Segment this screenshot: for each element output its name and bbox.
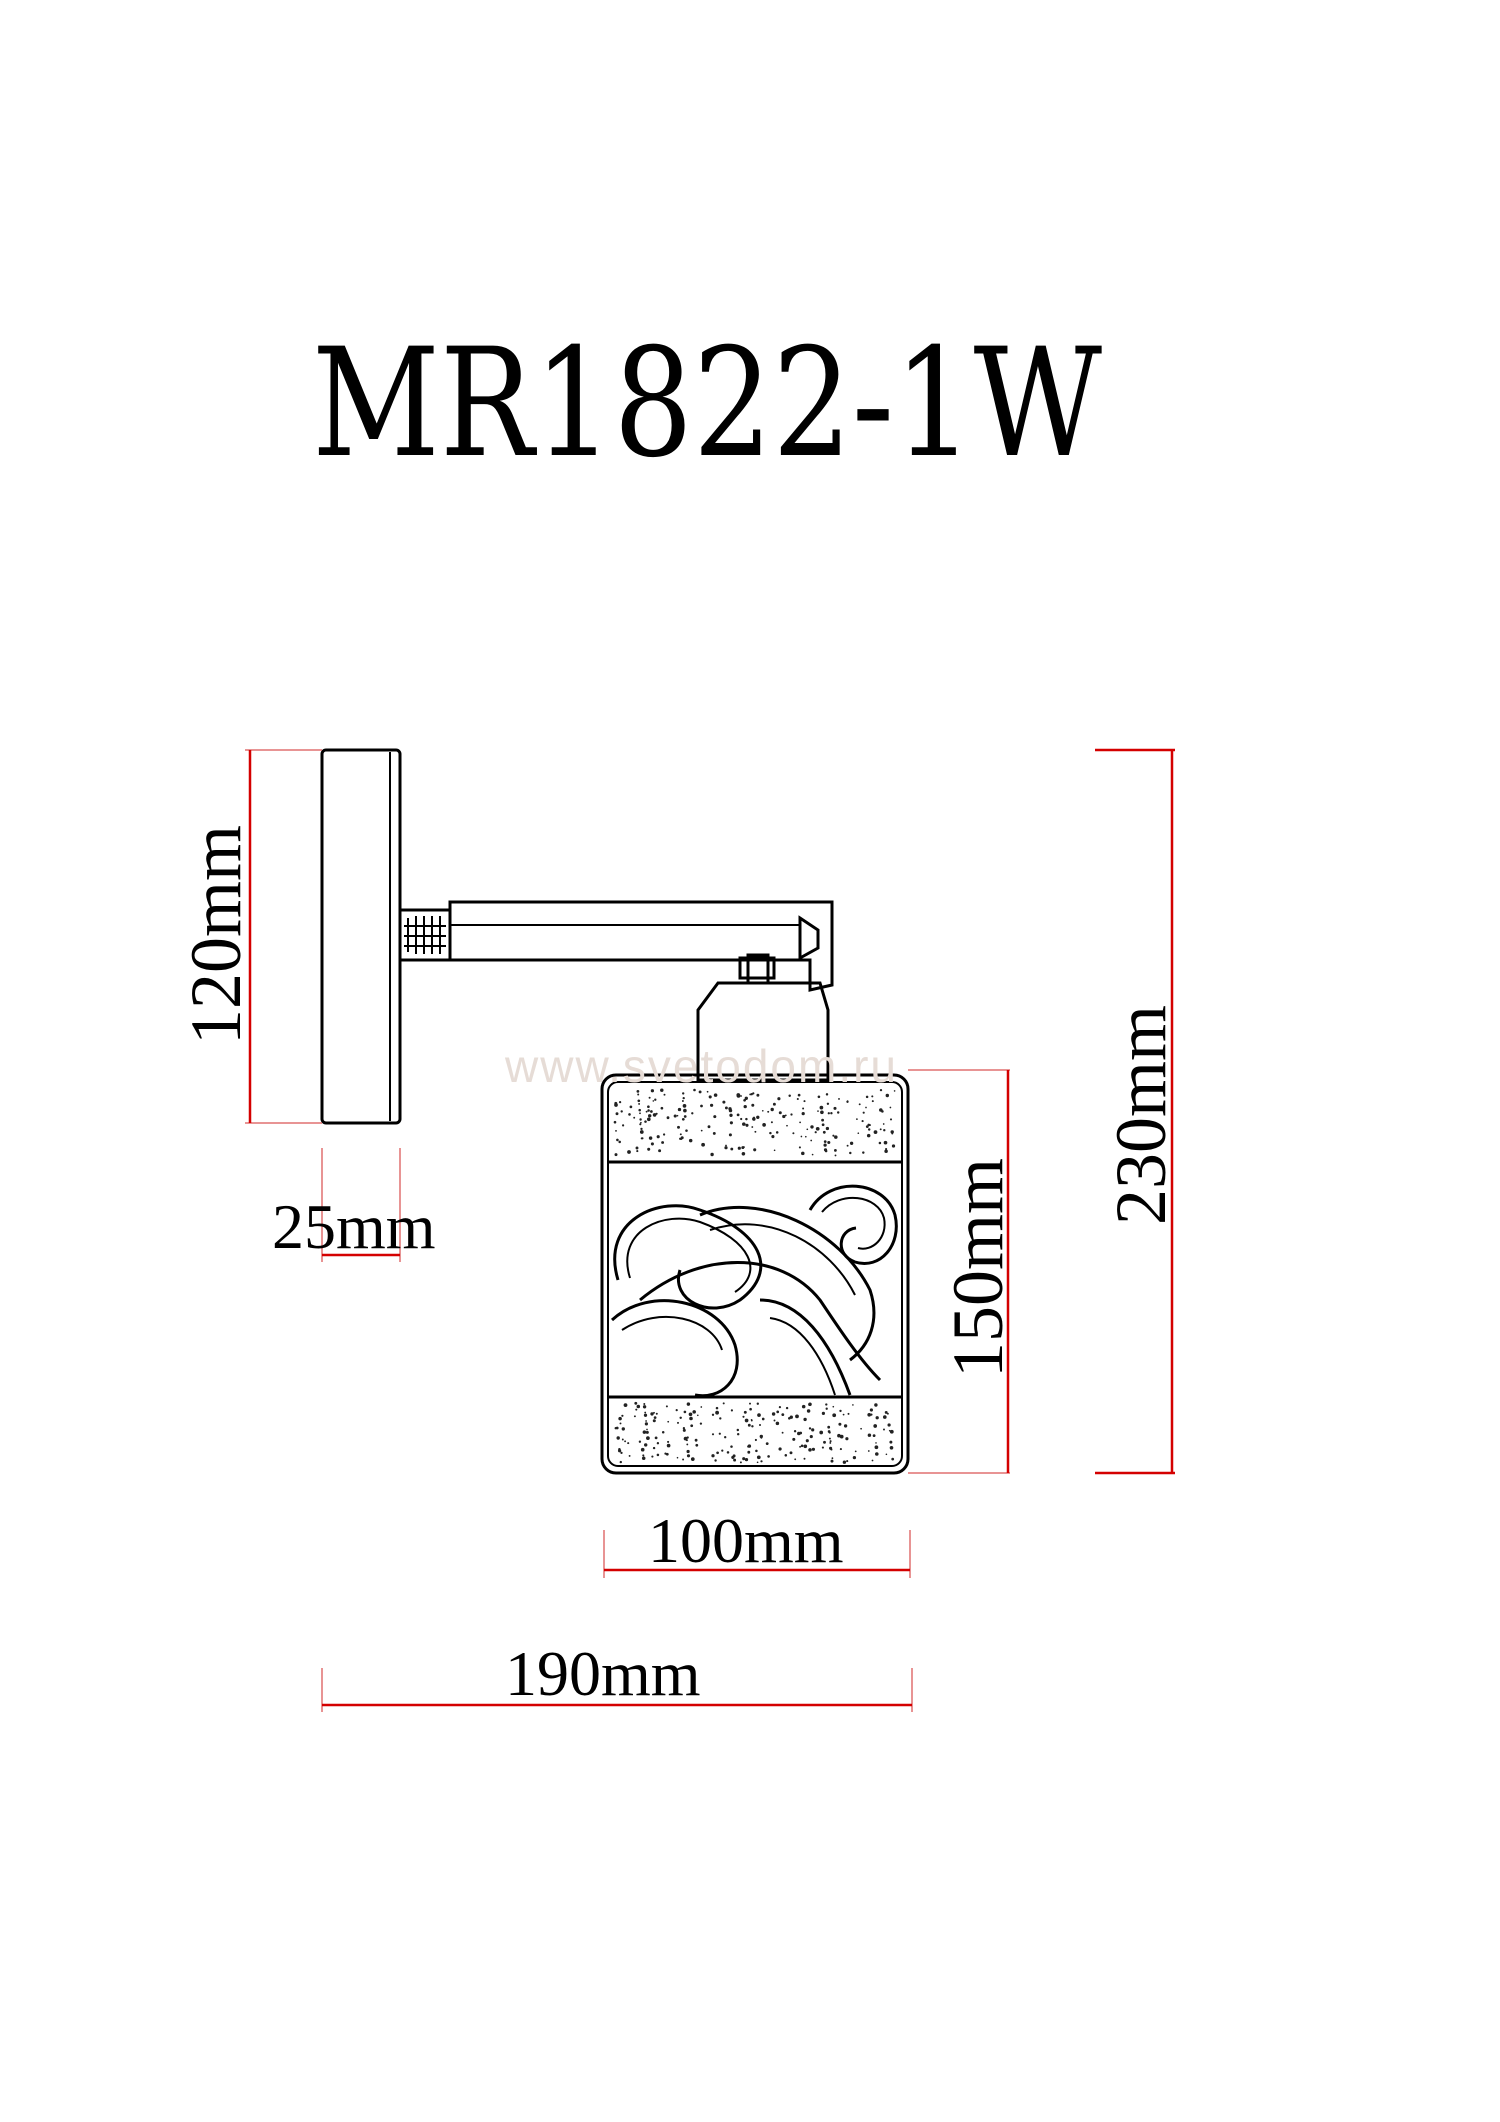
label-shade-width: 100mm bbox=[648, 1505, 844, 1576]
model-title: MR1822-1W bbox=[312, 317, 1102, 491]
label-total-height: 230mm bbox=[1101, 1005, 1181, 1225]
lamp-arm bbox=[448, 900, 834, 992]
threaded-connector bbox=[398, 908, 452, 962]
swivel-joint bbox=[738, 953, 776, 985]
wall-backplate bbox=[320, 748, 402, 1125]
dimension-backplate-height: 120mm bbox=[176, 749, 322, 1124]
swirl-pattern bbox=[610, 1184, 898, 1398]
frosted-band-top bbox=[613, 1088, 896, 1157]
label-shade-height: 150mm bbox=[938, 1158, 1018, 1378]
label-backplate-height: 120mm bbox=[176, 825, 256, 1045]
dimension-shade-width: 100mm bbox=[603, 1505, 911, 1578]
label-total-width: 190mm bbox=[505, 1638, 701, 1709]
label-backplate-depth: 25mm bbox=[272, 1191, 436, 1262]
dimension-total-height: 230mm bbox=[1095, 748, 1181, 1475]
dimension-backplate-depth: 25mm bbox=[272, 1148, 436, 1262]
frosted-band-bottom bbox=[614, 1401, 895, 1464]
dimension-shade-height: 150mm bbox=[908, 1069, 1018, 1474]
glass-shade bbox=[600, 1073, 910, 1475]
lamp-socket bbox=[696, 981, 830, 1082]
dimension-total-width: 190mm bbox=[321, 1638, 913, 1712]
watermark: www.svetodom.ru bbox=[504, 1040, 898, 1092]
